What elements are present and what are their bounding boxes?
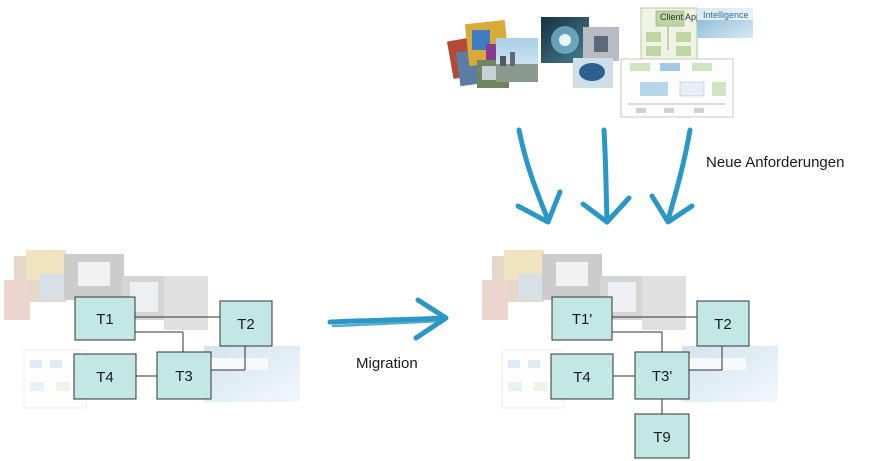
component-t2: T2 [219, 300, 273, 347]
collage-intelligence-banner: Intelligence [697, 8, 753, 38]
collage-photo-left [446, 20, 510, 88]
t4-label: T4 [96, 369, 114, 386]
component-t9: T9 [634, 413, 690, 459]
collage-photo-tech [541, 17, 619, 88]
component-t4-after: T4 [550, 353, 614, 400]
collage-photo-cityscape [496, 38, 538, 82]
new-requirements-images: Client Application Intelligence [446, 7, 753, 118]
t2-label: T2 [237, 316, 255, 333]
t9-label: T9 [653, 429, 671, 446]
down-arrow-middle [580, 127, 632, 225]
migration-arrow [327, 297, 449, 341]
connections-after [612, 316, 723, 414]
system-after: T1' T2 T3' T4 T9 [481, 249, 779, 459]
system-before: T1 T2 T3 T4 [3, 249, 301, 409]
t3-label: T3 [175, 368, 193, 385]
down-arrow-left [515, 127, 563, 225]
flow-chart-box-label: Client Application [660, 12, 729, 22]
collage-flow-chart: Client Application [640, 7, 729, 61]
requirement-arrows [515, 127, 695, 225]
component-t3-prime: T3' [634, 351, 690, 400]
component-t2-after: T2 [696, 300, 750, 347]
t1-prime-label: T1' [572, 311, 593, 328]
component-t4: T4 [73, 353, 137, 400]
component-t3: T3 [156, 351, 212, 400]
connections-before [135, 316, 246, 377]
collage-architecture-sketch [620, 58, 734, 118]
down-arrow-right [649, 127, 695, 225]
new-requirements-label: Neue Anforderungen [706, 154, 844, 171]
intelligence-banner-text: Intelligence [703, 10, 749, 20]
t1-label: T1 [96, 311, 114, 328]
component-t1-prime: T1' [551, 296, 613, 341]
t4-after-label: T4 [573, 369, 591, 386]
component-t1: T1 [74, 296, 136, 341]
migration-label: Migration [356, 355, 418, 372]
t2-after-label: T2 [714, 316, 732, 333]
t3-prime-label: T3' [652, 368, 673, 385]
